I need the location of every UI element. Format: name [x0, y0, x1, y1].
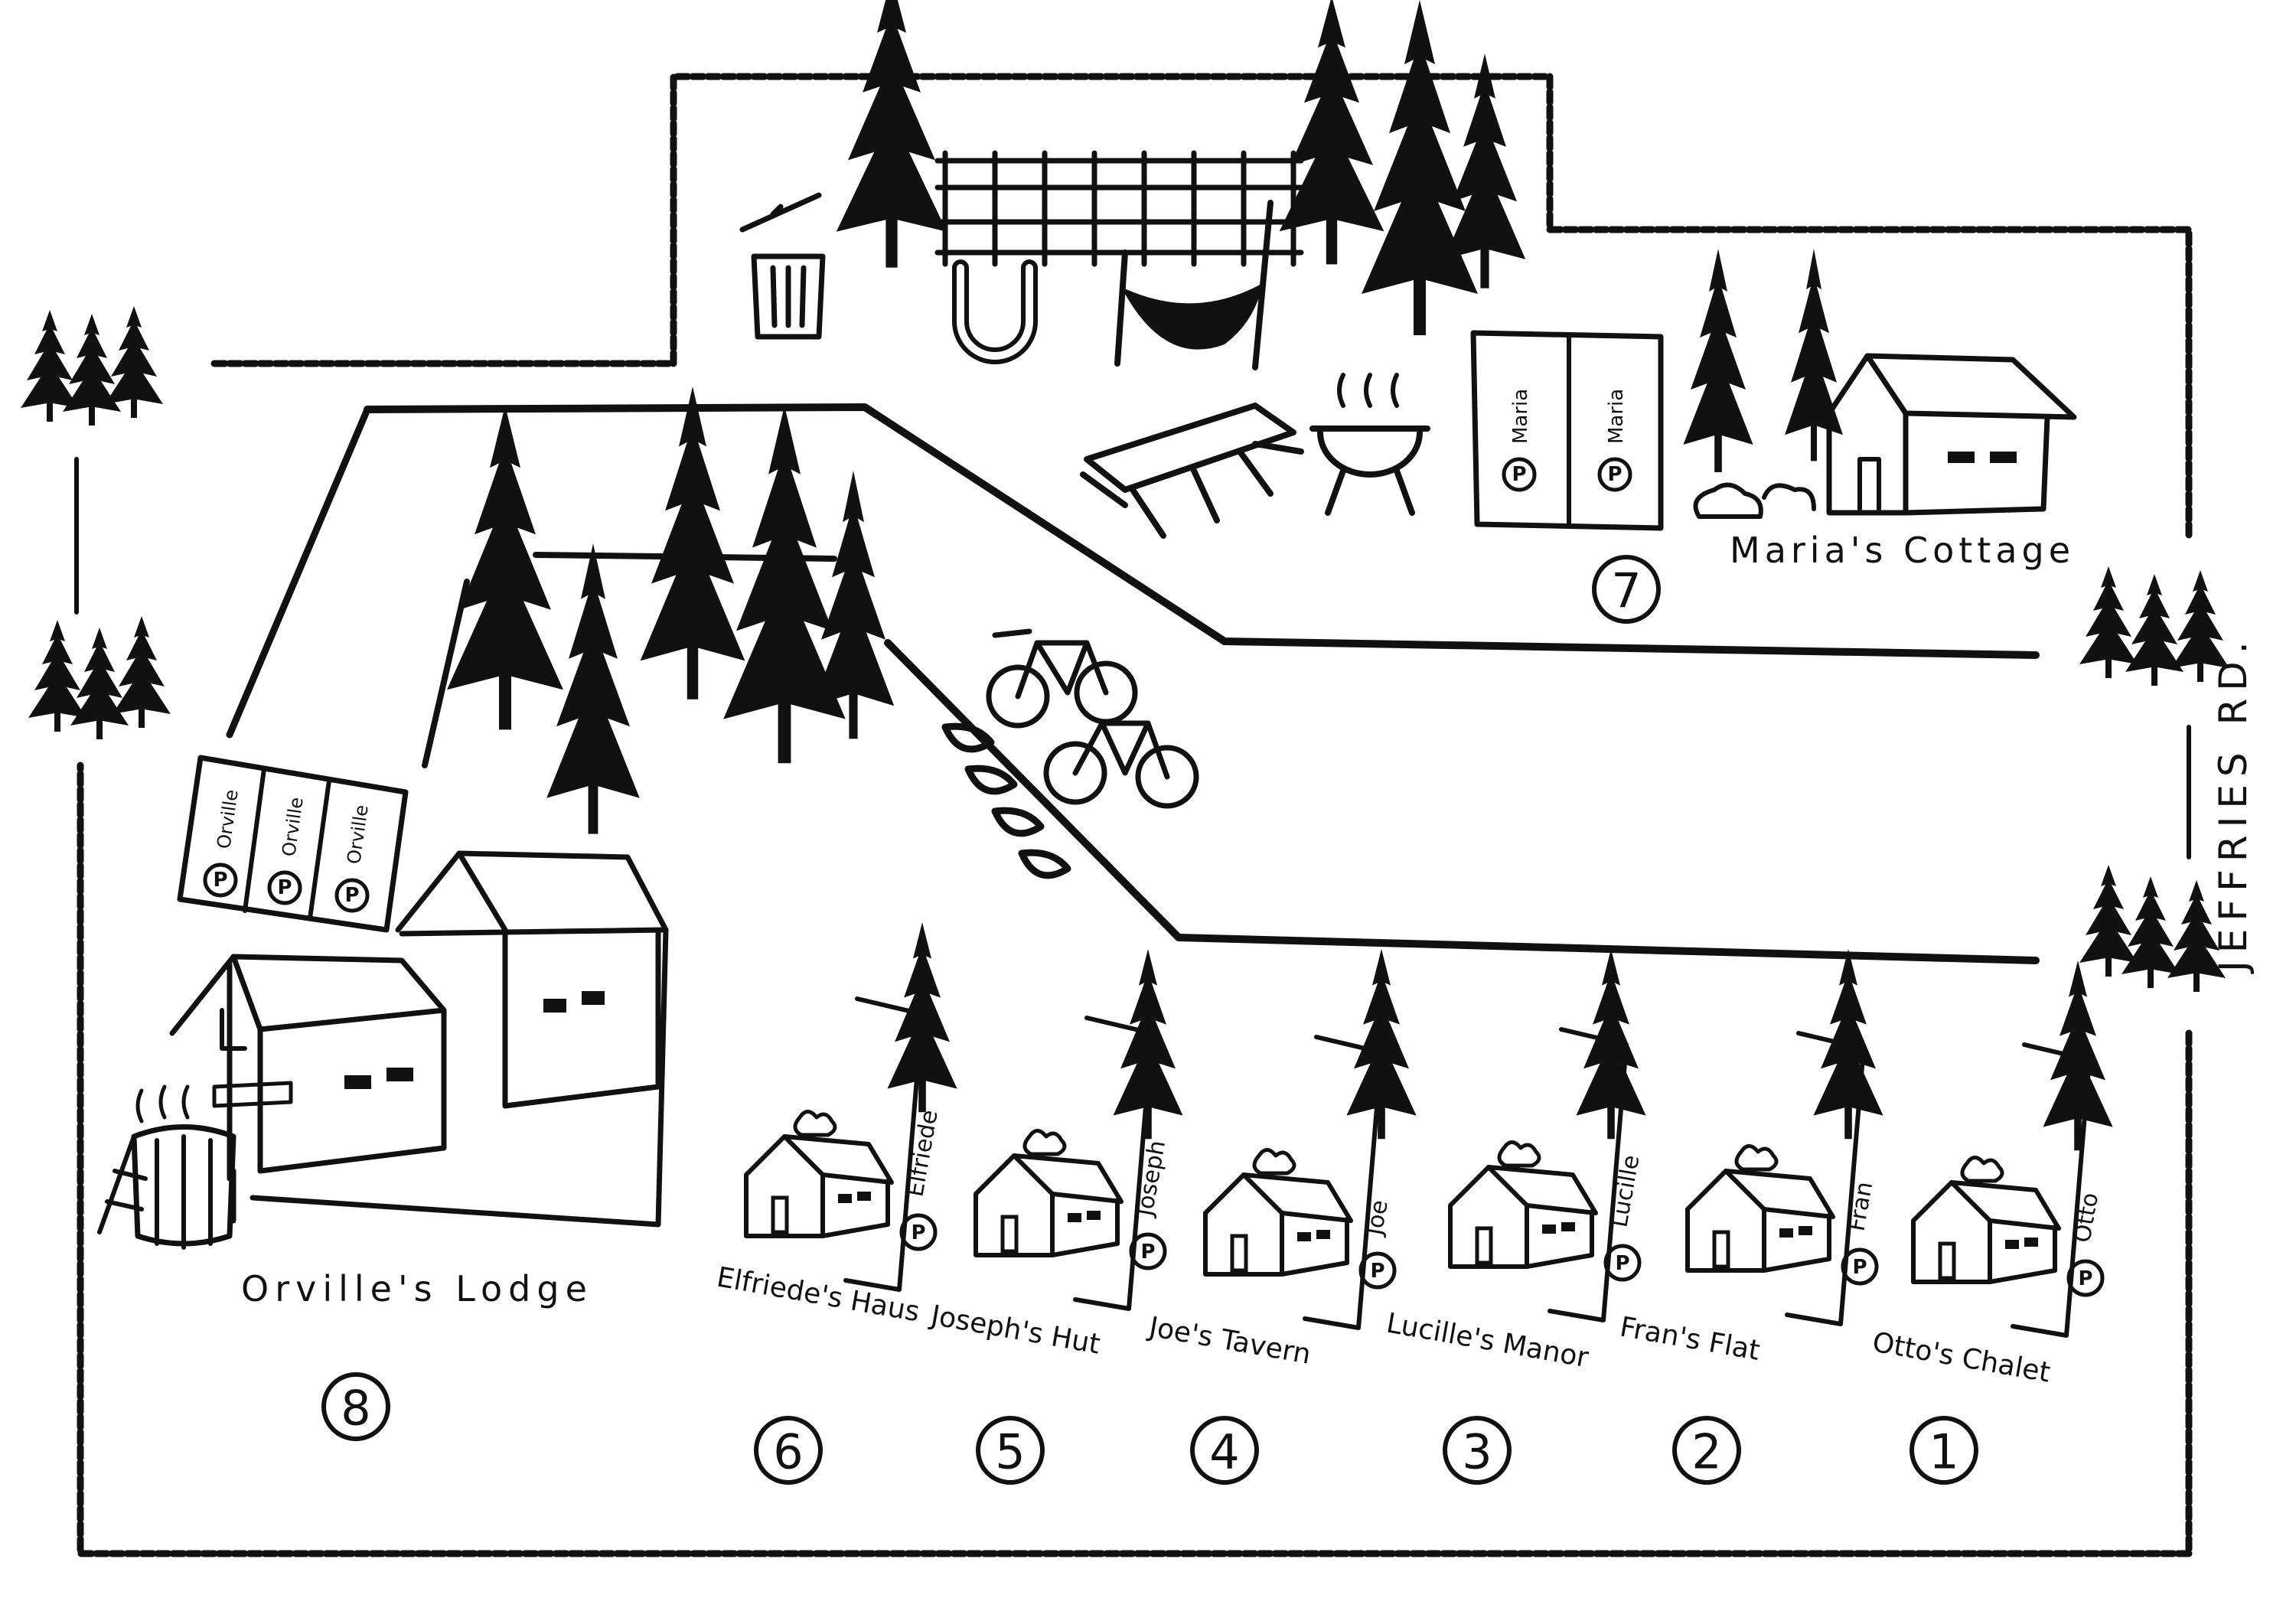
site-number-badge: [1443, 1416, 1512, 1485]
orville-lodge-house: [169, 850, 669, 1228]
site-number: 5: [995, 1424, 1025, 1480]
parking-symbol: P: [1512, 463, 1526, 486]
parking-circle: [1129, 1232, 1167, 1270]
parking-strip: [1548, 1027, 1629, 1322]
cabin-icon: [1913, 1158, 2059, 1283]
cabin-icon: [746, 1112, 892, 1237]
orville-parking: P P P Orville Orville Orville: [177, 755, 409, 933]
cottage-name: Maria's Cottage: [1730, 530, 2075, 571]
site-number-badge: [1910, 1416, 1978, 1485]
parking-symbol: P: [277, 876, 292, 899]
parking-symbol: P: [213, 869, 227, 892]
parking-label: Orville: [213, 788, 243, 850]
parking-circle: [2066, 1259, 2105, 1297]
bike-rack-icon: [941, 722, 1071, 879]
lodge-name: Orville's Lodge: [241, 1268, 593, 1309]
hot-tub-icon: [97, 1084, 236, 1250]
parking-circle: [1358, 1251, 1397, 1290]
site-number: 4: [1209, 1424, 1239, 1480]
parking-symbol: P: [1852, 1256, 1867, 1279]
parking-symbol: P: [911, 1221, 925, 1244]
picnic-table-icon: [1080, 403, 1304, 539]
trash-can-icon: [739, 192, 826, 340]
parking-circle: [1841, 1247, 1879, 1286]
site-number: 7: [1611, 563, 1641, 619]
driveway: [226, 403, 2040, 964]
site-number: 8: [341, 1381, 370, 1436]
road-label: JEFFRIES RD.: [2211, 634, 2255, 974]
parking-label: Orville: [343, 804, 373, 866]
bbq-grill-icon: [1309, 373, 1430, 516]
cabin-name: Joe's Tavern: [1145, 1311, 1313, 1371]
horseshoe-pit-icon: [952, 259, 1038, 364]
parking-label: Maria: [1509, 389, 1532, 444]
maria-cottage-house: [1693, 353, 2077, 519]
parking-strip: [1785, 1031, 1866, 1326]
parking-label: Joseph: [1131, 1138, 1171, 1219]
site-number-badge: [754, 1416, 823, 1485]
site-number-badge: [976, 1416, 1045, 1485]
parking-label: Maria: [1605, 389, 1628, 444]
site-number-badge: [1592, 555, 1661, 624]
parking-symbol: P: [1607, 463, 1622, 486]
parking-label: Elfriede: [902, 1108, 943, 1199]
cabin-name: Joseph's Hut: [927, 1300, 1102, 1361]
parking-label: Fran: [1843, 1179, 1878, 1233]
parking-circle: [899, 1213, 938, 1251]
cabin-icon: [1450, 1143, 1596, 1267]
parking-strip: [1303, 1035, 1384, 1330]
site-number: 1: [1929, 1424, 1958, 1480]
parking-label: Joe: [1361, 1198, 1394, 1238]
fence-icon: [934, 150, 1304, 267]
parking-strip: [843, 996, 925, 1292]
cabin-icon: [976, 1131, 1121, 1256]
parking-symbol: P: [1140, 1241, 1155, 1264]
cabin-name: Otto's Chalet: [1870, 1326, 2053, 1388]
cabin-icon: [1688, 1146, 1833, 1271]
parking-strip: [2011, 1042, 2092, 1338]
cabin-name: Fran's Flat: [1617, 1311, 1762, 1366]
site-number-badge: [321, 1372, 390, 1441]
parking-label: Lucille: [1606, 1153, 1645, 1230]
site-number-badge: [1190, 1416, 1259, 1485]
cabin-name: Elfriede's Haus: [714, 1261, 921, 1328]
cabin-name: Lucille's Manor: [1384, 1307, 1590, 1374]
parking-strip: [1073, 1016, 1154, 1311]
site-number-badge: [1672, 1416, 1741, 1485]
parking-symbol: P: [2078, 1267, 2092, 1290]
parking-symbol: P: [344, 884, 359, 907]
property-boundary: [74, 73, 2193, 1557]
site-number: 2: [1691, 1424, 1721, 1480]
parking-label: Orville: [278, 796, 308, 858]
parking-symbol: P: [1370, 1260, 1384, 1283]
hammock-icon: [1114, 200, 1274, 370]
parking-symbol: P: [1615, 1252, 1629, 1275]
bicycles-icon: [986, 628, 1199, 809]
cabin-icon: [1205, 1150, 1351, 1275]
site-number: 3: [1462, 1424, 1492, 1480]
site-number: 6: [773, 1424, 803, 1480]
parking-label: Otto: [2069, 1191, 2104, 1245]
maria-parking: P P Maria Maria: [1470, 330, 1664, 531]
parking-circle: [1603, 1244, 1642, 1282]
